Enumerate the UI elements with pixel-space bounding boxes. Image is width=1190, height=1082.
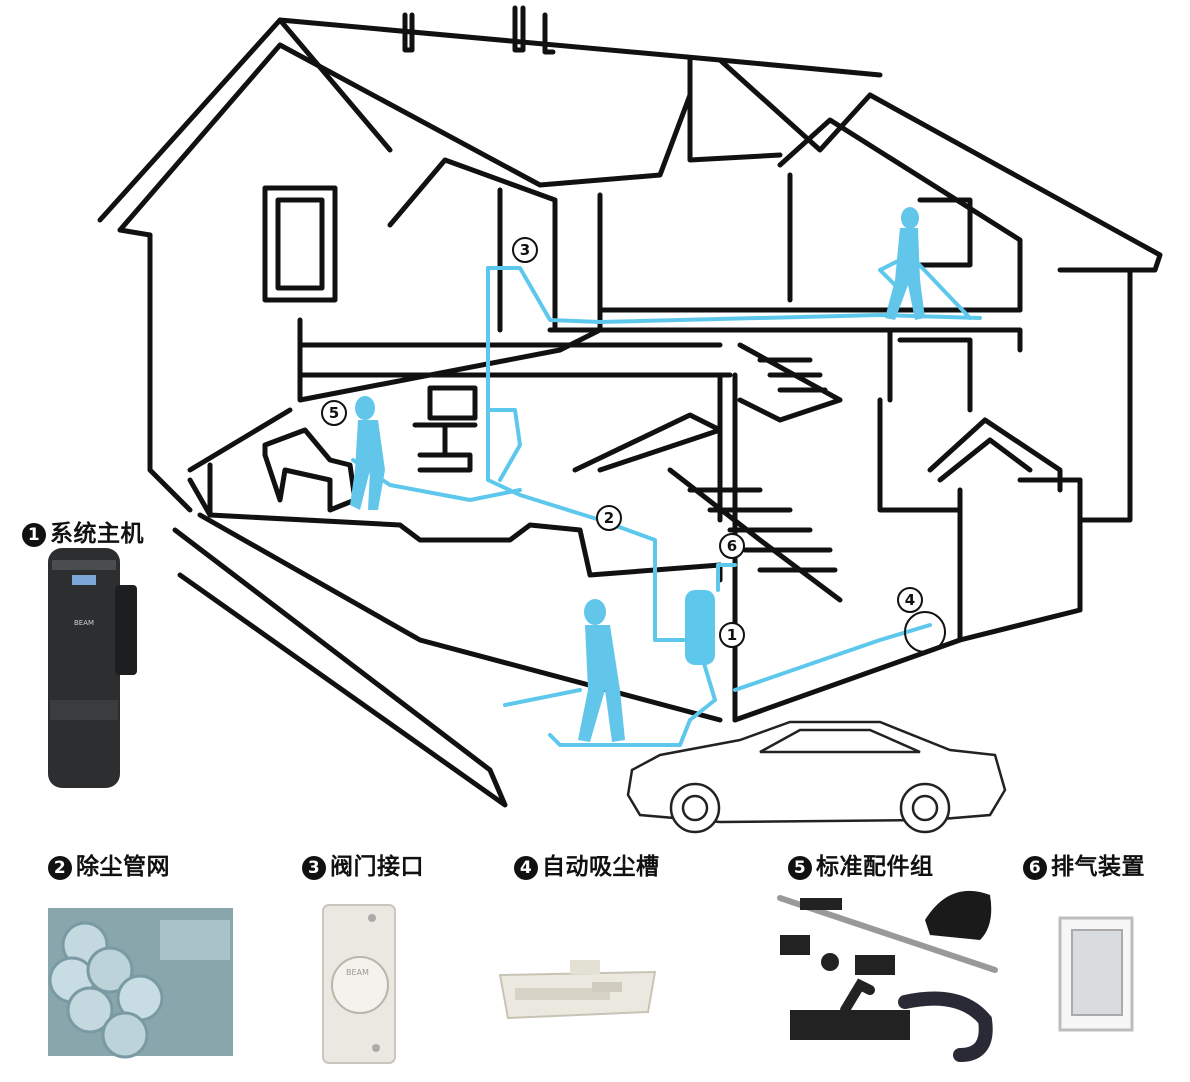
- svg-text:BEAM: BEAM: [74, 619, 94, 627]
- callout-main-unit: 1: [719, 622, 745, 648]
- callout-valve-inlet: 3: [512, 237, 538, 263]
- pipes-photo: [48, 908, 233, 1059]
- valve-inlet-photo: BEAM: [322, 904, 396, 1064]
- main-unit-photo: BEAM: [48, 548, 137, 788]
- vacpan-photo: [498, 960, 657, 1020]
- inlet-highlight-circle: [904, 611, 946, 653]
- exhaust-vent-photo: [1058, 916, 1134, 1032]
- svg-text:BEAM: BEAM: [346, 968, 369, 977]
- car: [626, 720, 1007, 834]
- main-unit-shape: [685, 590, 715, 665]
- callout-accessory-kit: 5: [321, 400, 347, 426]
- callout-exhaust: 6: [719, 533, 745, 559]
- callout-pipe-network: 2: [596, 505, 622, 531]
- accessory-kit-photo: [777, 890, 998, 1062]
- people: [350, 207, 925, 742]
- callout-vacpan: 4: [897, 587, 923, 613]
